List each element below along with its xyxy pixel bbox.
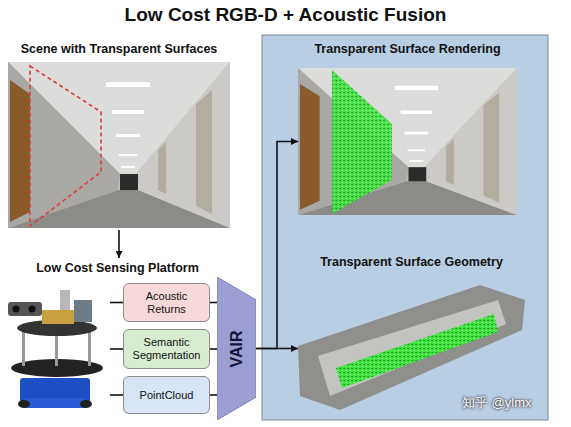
transparent-surface-overlay xyxy=(336,314,498,388)
connector-arrow xyxy=(256,142,298,349)
geometry-hull xyxy=(298,285,525,410)
geometry-model xyxy=(298,285,525,410)
panel-heading: Scene with Transparent Surfaces xyxy=(8,42,230,57)
robot-board xyxy=(42,310,74,324)
label-block: 知乎 @ylmx xyxy=(462,394,532,412)
geometry-face xyxy=(318,300,506,396)
image-panel: Transparent Surface Geometry xyxy=(298,255,525,418)
robot-photo xyxy=(8,290,103,408)
robot-post xyxy=(55,332,58,366)
output-panel xyxy=(262,35,548,420)
corridor-photo xyxy=(8,62,230,228)
connector-arrow xyxy=(256,348,298,350)
network-trapezoid: VAIR xyxy=(217,277,256,420)
title-block: Low Cost RGB-D + Acoustic Fusion xyxy=(0,4,571,26)
connector-line xyxy=(210,348,217,350)
process-box: PointCloud xyxy=(123,376,210,414)
image-panel: Low Cost Sensing Platform xyxy=(5,283,110,410)
glass-outline xyxy=(30,66,101,226)
connector-line xyxy=(110,394,123,396)
connector-line xyxy=(210,302,217,304)
diagram-title: Low Cost RGB-D + Acoustic Fusion xyxy=(0,4,571,26)
box-label: PointCloud xyxy=(140,389,194,402)
acoustic-sensor xyxy=(60,290,70,310)
watermark: 知乎 @ylmx xyxy=(462,394,532,412)
connector-arrow xyxy=(118,230,120,258)
robot-wheel xyxy=(18,400,30,408)
box-label: Semantic Segmentation xyxy=(127,336,206,362)
box-label: Acoustic Returns xyxy=(127,290,206,316)
image-panel: Scene with Transparent Surfaces xyxy=(8,42,230,228)
panel-heading: Transparent Surface Rendering xyxy=(298,42,517,57)
robot-board xyxy=(74,300,92,322)
process-box: Semantic Segmentation xyxy=(123,329,210,369)
robot-post xyxy=(22,330,25,366)
connector-line xyxy=(110,348,123,350)
trapezoid-outline xyxy=(217,277,256,420)
robot-base xyxy=(24,398,86,408)
panel-heading: Low Cost Sensing Platform xyxy=(0,261,235,276)
camera-lens xyxy=(13,306,20,313)
process-box: Acoustic Returns xyxy=(123,283,210,322)
connector-line xyxy=(210,394,217,396)
camera-lens xyxy=(29,306,36,313)
connector-line xyxy=(110,302,123,304)
robot-post xyxy=(88,330,91,366)
image-panel: Transparent Surface Rendering xyxy=(298,42,517,215)
rendering-photo xyxy=(298,68,517,215)
robot-wheel xyxy=(80,400,92,408)
network-label: VAIR xyxy=(227,330,245,367)
panel-heading: Transparent Surface Geometry xyxy=(298,255,525,270)
rgbd-camera xyxy=(8,302,42,316)
transparent-surface-overlay xyxy=(332,70,392,214)
